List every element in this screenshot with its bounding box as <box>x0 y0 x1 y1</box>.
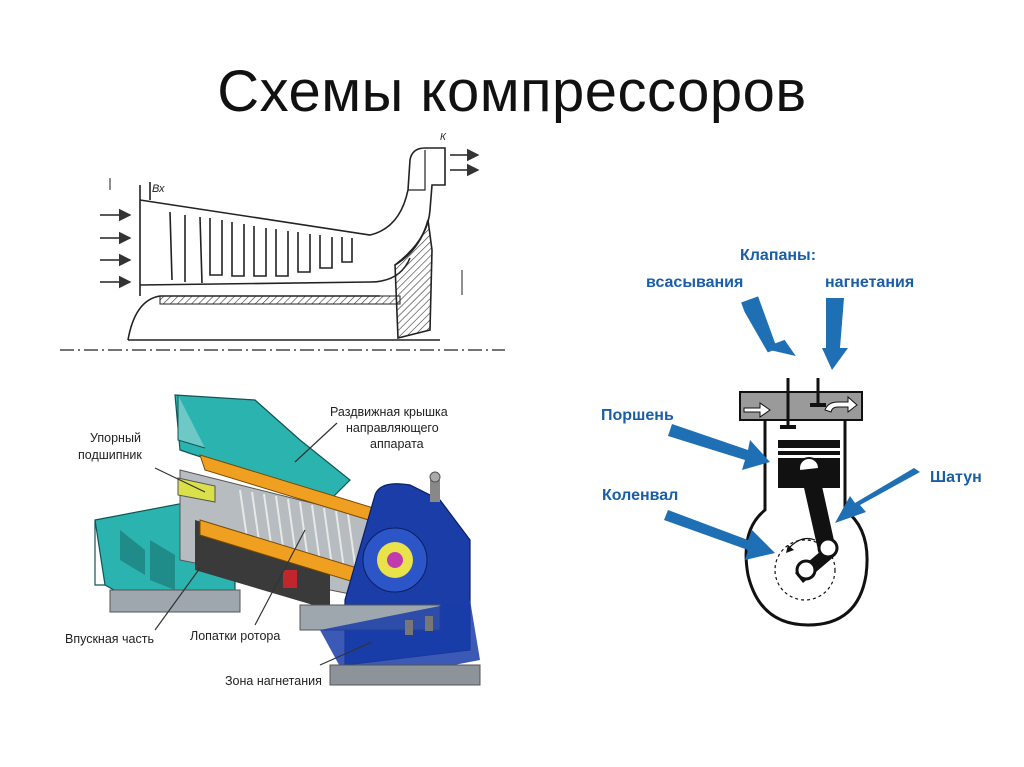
piston-compressor-scheme <box>739 378 869 627</box>
callout-cover-line3: аппарата <box>370 437 424 451</box>
axial-inlet-label: Вх <box>152 183 165 195</box>
axial-outlet-label: К <box>440 132 447 143</box>
callout-cover-line1: Раздвижная крышка <box>330 405 448 419</box>
callout-blades: Лопатки ротора <box>190 629 280 643</box>
callout-bearing-line1: Упорный <box>90 431 141 445</box>
rotor-blades-3d <box>239 489 357 573</box>
callout-inlet: Впускная часть <box>65 632 154 646</box>
label-crankshaft: Коленвал <box>602 487 678 504</box>
label-valves-title: Клапаны: <box>740 247 816 264</box>
callout-leaders-3d <box>154 422 373 666</box>
slide-title: Схемы компрессоров <box>217 59 807 124</box>
axial-section-drawing <box>60 147 505 351</box>
callout-cover-line2: направляющего <box>346 421 439 435</box>
callout-bearing: Упорный подшипник <box>78 431 142 462</box>
axial-blades <box>169 211 353 284</box>
label-suction: всасывания <box>646 274 743 291</box>
inlet-flow-arrows <box>100 208 132 289</box>
callout-bearing-line2: подшипник <box>78 448 142 462</box>
outlet-flow-arrows <box>450 148 480 177</box>
label-rod: Шатун <box>930 469 982 486</box>
label-discharge: нагнетания <box>825 274 914 291</box>
piston-callout-arrows <box>664 296 920 560</box>
callout-discharge: Зона нагнетания <box>225 674 322 688</box>
callout-cover: Раздвижная крышка направляющего аппарата <box>330 405 448 451</box>
axial-compressor-3d <box>94 394 481 686</box>
label-piston: Поршень <box>601 407 674 424</box>
